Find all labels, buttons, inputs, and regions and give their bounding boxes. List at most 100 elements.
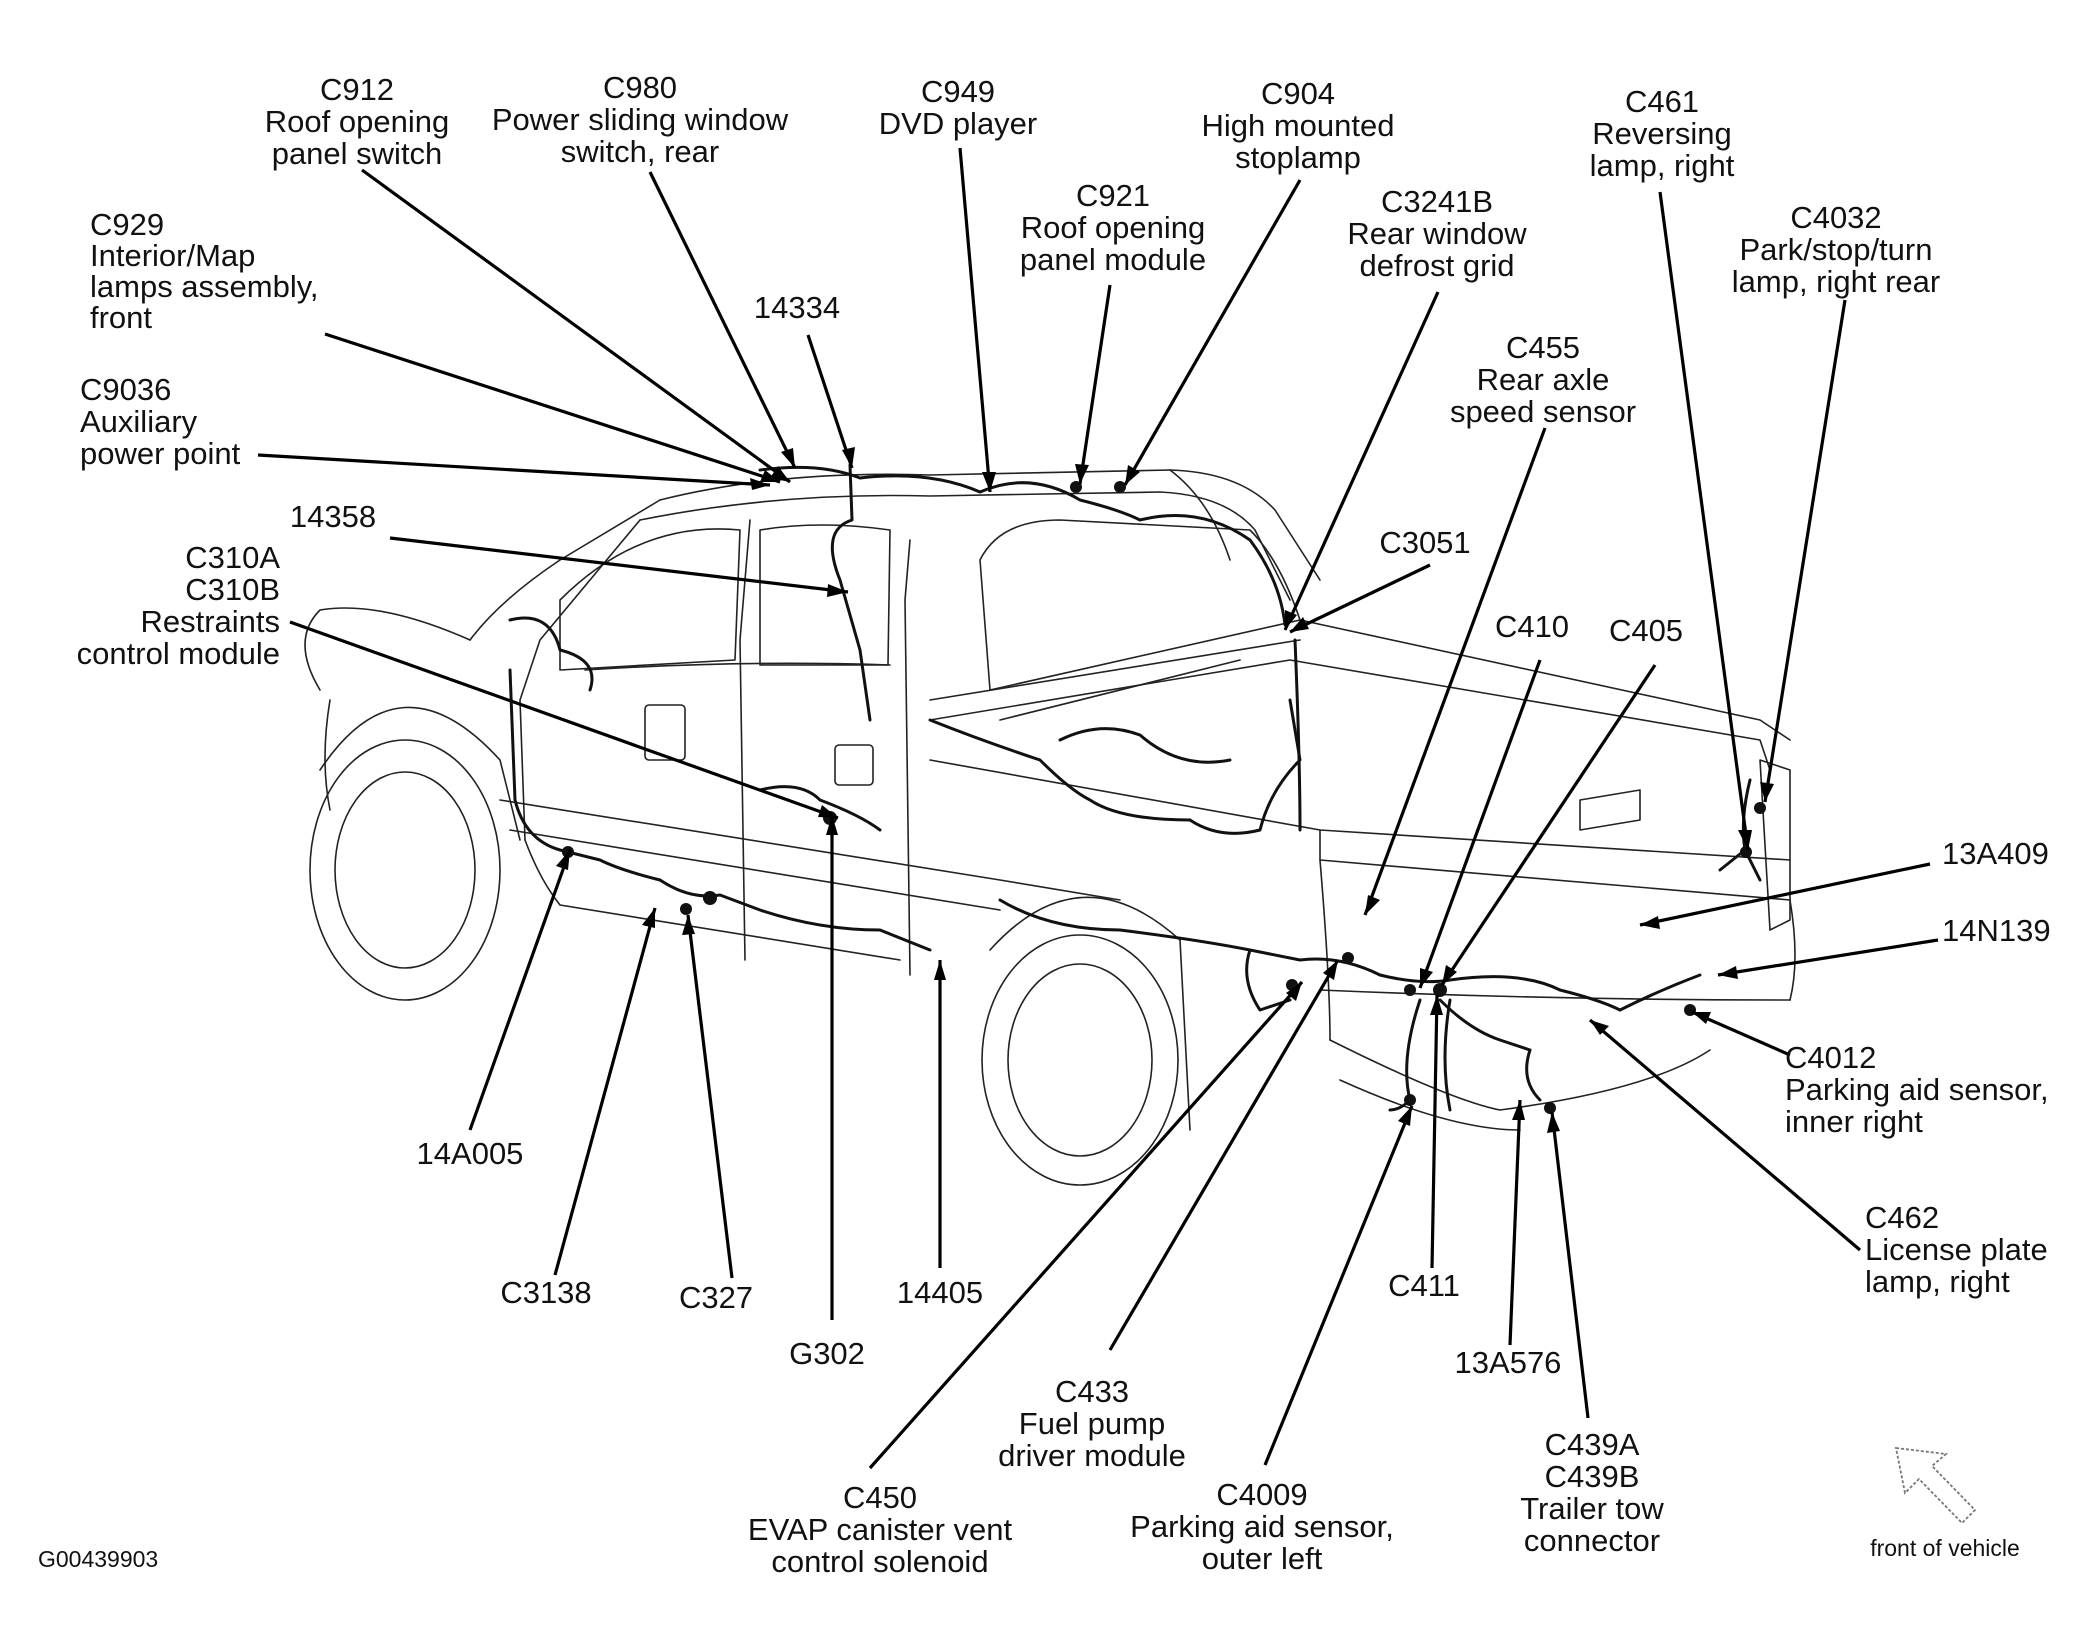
callout-line: driver module: [998, 1438, 1186, 1473]
svg-text:G302: G302: [789, 1336, 865, 1371]
callout-c410: C410: [1495, 609, 1569, 644]
callout-line: C949: [921, 74, 995, 109]
callout-line: C462: [1865, 1200, 1939, 1235]
wiring-harness: [508, 463, 1766, 1114]
callout-c3051: C3051: [1379, 525, 1470, 560]
svg-text:14A005: 14A005: [417, 1136, 524, 1171]
callout-c411: C411: [1388, 1268, 1460, 1303]
callout-line: G302: [789, 1336, 865, 1371]
callout-14a005: 14A005: [417, 1136, 524, 1171]
callout-line: 13A409: [1942, 836, 2049, 871]
callout-line: C455: [1506, 330, 1580, 365]
callout-line: C410: [1495, 609, 1569, 644]
callout-line: C411: [1388, 1268, 1460, 1303]
callout-line: C439A: [1545, 1427, 1640, 1462]
callout-line: Fuel pump: [1019, 1406, 1165, 1441]
callout-line: C310A: [185, 540, 280, 575]
callout-line: Power sliding window: [492, 102, 789, 137]
arrow-up-left-icon: [1894, 1446, 1977, 1525]
callout-line: Parking aid sensor,: [1130, 1509, 1394, 1544]
callout-line: C4012: [1785, 1040, 1876, 1075]
callout-line: 14358: [290, 499, 376, 534]
callout-line: C929: [90, 207, 164, 242]
callout-g302: G302: [789, 1336, 865, 1371]
callout-line: Roof opening: [265, 104, 449, 139]
callout-line: C3241B: [1381, 184, 1493, 219]
callout-line: C327: [679, 1280, 753, 1315]
svg-text:13A576: 13A576: [1455, 1345, 1562, 1380]
callout-13a576: 13A576: [1455, 1345, 1562, 1380]
callout-line: lamp, right: [1590, 148, 1735, 183]
svg-text:C405: C405: [1609, 613, 1683, 648]
orientation-label: front of vehicle: [1870, 1535, 2020, 1561]
callout-line: Parking aid sensor,: [1785, 1072, 2049, 1107]
svg-text:14405: 14405: [897, 1275, 983, 1310]
callout-line: switch, rear: [561, 134, 719, 169]
callout-line: C461: [1625, 84, 1699, 119]
callout-line: Rear window: [1347, 216, 1527, 251]
callout-line: C980: [603, 70, 677, 105]
svg-text:C411: C411: [1388, 1268, 1460, 1303]
callout-14334: 14334: [754, 290, 840, 325]
callout-line: control module: [77, 636, 280, 671]
svg-text:14N139: 14N139: [1942, 913, 2051, 948]
callout-line: defrost grid: [1359, 248, 1514, 283]
callout-line: High mounted: [1201, 108, 1394, 143]
callout-line: outer left: [1202, 1541, 1323, 1576]
callout-c405: C405: [1609, 613, 1683, 648]
callout-14358: 14358: [290, 499, 376, 534]
callout-line: lamp, right rear: [1732, 264, 1940, 299]
callout-line: Park/stop/turn: [1740, 232, 1933, 267]
callout-line: 13A576: [1455, 1345, 1562, 1380]
svg-text:C3051: C3051: [1379, 525, 1470, 560]
callout-line: EVAP canister vent: [748, 1512, 1013, 1547]
callout-line: Reversing: [1592, 116, 1732, 151]
callout-line: 14334: [754, 290, 840, 325]
callout-line: 14405: [897, 1275, 983, 1310]
callout-line: Auxiliary: [80, 404, 198, 439]
callout-line: C912: [320, 72, 394, 107]
callout-line: panel switch: [272, 136, 443, 171]
svg-text:13A409: 13A409: [1942, 836, 2049, 871]
callout-line: C921: [1076, 178, 1150, 213]
callout-line: Interior/Map: [90, 238, 255, 273]
callout-line: C450: [843, 1480, 917, 1515]
callout-line: DVD player: [879, 106, 1038, 141]
callout-line: C3051: [1379, 525, 1470, 560]
svg-text:C410: C410: [1495, 609, 1569, 644]
svg-text:14334: 14334: [754, 290, 840, 325]
callout-line: inner right: [1785, 1104, 1923, 1139]
svg-text:C3138: C3138: [500, 1275, 591, 1310]
callout-line: 14N139: [1942, 913, 2051, 948]
callout-line: C405: [1609, 613, 1683, 648]
